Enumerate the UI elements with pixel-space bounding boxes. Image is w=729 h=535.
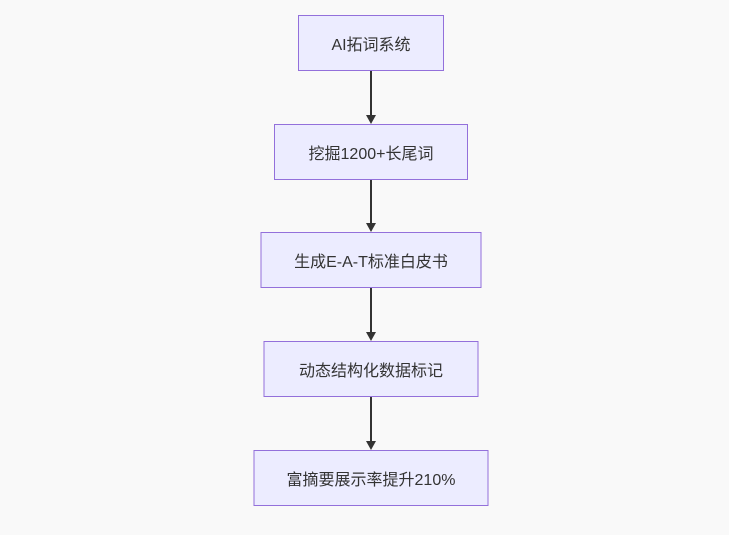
flow-node-label: 生成E-A-T标准白皮书 bbox=[294, 254, 448, 271]
flow-arrow-4 bbox=[366, 397, 376, 450]
flow-node-longtail-mining: 挖掘1200+长尾词 bbox=[274, 124, 468, 180]
arrow-down-icon bbox=[366, 441, 376, 450]
arrow-line bbox=[370, 180, 372, 223]
flow-arrow-1 bbox=[366, 71, 376, 124]
flow-arrow-2 bbox=[366, 180, 376, 232]
arrow-down-icon bbox=[366, 223, 376, 232]
arrow-line bbox=[370, 288, 372, 332]
arrow-line bbox=[370, 397, 372, 441]
arrow-down-icon bbox=[366, 115, 376, 124]
flow-node-label: 动态结构化数据标记 bbox=[298, 363, 443, 380]
flow-node-label: 挖掘1200+长尾词 bbox=[308, 146, 434, 163]
flow-node-rich-snippet-result: 富摘要展示率提升210% bbox=[253, 450, 489, 506]
flow-arrow-3 bbox=[366, 288, 376, 341]
flow-node-structured-data: 动态结构化数据标记 bbox=[263, 341, 479, 397]
flow-node-label: 富摘要展示率提升210% bbox=[286, 472, 456, 489]
arrow-down-icon bbox=[366, 332, 376, 341]
arrow-line bbox=[370, 71, 372, 115]
flow-node-ai-word-expansion: AI拓词系统 bbox=[298, 15, 444, 71]
flow-node-eat-whitepaper: 生成E-A-T标准白皮书 bbox=[260, 232, 482, 288]
flow-node-label: AI拓词系统 bbox=[331, 37, 411, 54]
